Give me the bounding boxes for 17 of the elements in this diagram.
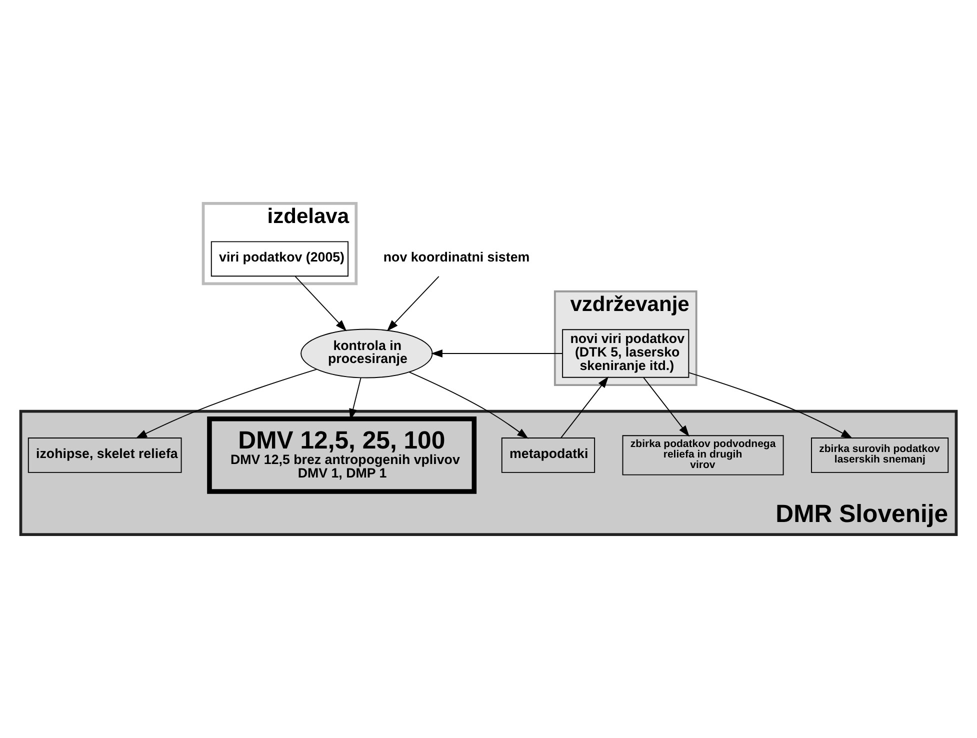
node-box: DMV 12,5, 25, 100 DMV 12,5 brez antropogenih vplivov DMV 1, DMP 1 [207,416,477,494]
node-box: viri podatkov (2005) [210,241,348,277]
node-box: zbirka surovih podatkov laserskih snemanj [811,438,949,473]
node-ellipse: kontrola in procesiranje [300,328,433,378]
node-box: metapodatki [501,438,596,473]
node-text: nov koordinatni sistem [383,249,530,264]
node-box: zbirka podatkov podvodnega reliefa in drugih virov [622,435,784,476]
node-box: izohipse, skelet reliefa [28,438,182,473]
arrow [688,372,853,439]
arrow [560,376,609,438]
node-box: novi viri podatkov (DTK 5, lasersko skeniranje itd.) [562,329,690,378]
arrow [294,276,347,332]
arrow [135,368,318,439]
arrow [643,377,690,437]
arrow [408,372,529,439]
arrow [430,349,563,358]
arrow [386,276,440,332]
